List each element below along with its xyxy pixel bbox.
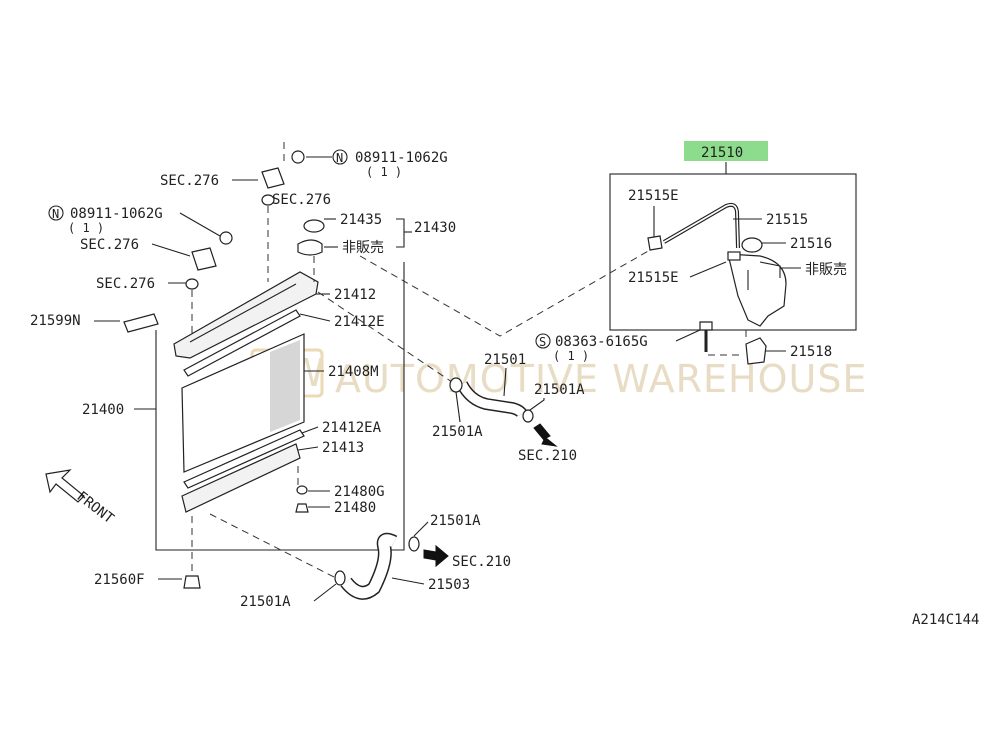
top-mounts: N 08911-1062G ( 1 ) SEC.276 SEC.276 N 08…: [30, 142, 448, 336]
part-highlight: [684, 141, 768, 161]
label-21516[interactable]: 21516: [790, 236, 832, 252]
mount-bracket-icon: [191, 247, 217, 271]
label-21510[interactable]: 21510: [701, 145, 743, 161]
nut-prefix-icon: [332, 149, 348, 165]
label-21430[interactable]: 21430: [414, 220, 456, 236]
label-21501[interactable]: 21501: [484, 352, 526, 368]
overflow-line: [359, 249, 651, 337]
label-sec276-d[interactable]: SEC.276: [96, 276, 155, 292]
label-21501A-a[interactable]: 21501A: [432, 424, 483, 440]
seal-icon: [183, 309, 301, 377]
seal-icon: [183, 429, 305, 489]
screw-prefix-icon: [535, 333, 551, 349]
label-sec276-a[interactable]: SEC.276: [160, 173, 219, 189]
label-screw-qty: ( 1 ): [553, 349, 589, 363]
clamp-icon: [522, 409, 534, 423]
reservoir-frame: [609, 173, 857, 331]
reservoir-tank-icon: [727, 253, 787, 327]
label-21518[interactable]: 21518: [790, 344, 832, 360]
label-21501A-d[interactable]: 21501A: [240, 594, 291, 610]
diagram-code: A214C144: [912, 612, 979, 628]
drain-plug-icon: [295, 503, 309, 513]
label-21515E-b[interactable]: 21515E: [628, 270, 679, 286]
label-sec276-c[interactable]: SEC.276: [80, 237, 139, 253]
upper-hose-group: 21501 21501A 21501A SEC.210: [432, 352, 585, 464]
label-nut-top[interactable]: 08911-1062G: [355, 150, 448, 166]
label-21480[interactable]: 21480: [334, 500, 376, 516]
hose-clip-icon: [727, 251, 741, 261]
radiator-group: 21435 非販売 21430 21412 21412E 21408M 2140…: [82, 212, 456, 589]
clamp-icon: [408, 536, 420, 552]
label-21400[interactable]: 21400: [82, 402, 124, 418]
label-21503[interactable]: 21503: [428, 577, 470, 593]
lower-mount-icon: [183, 575, 201, 589]
label-screw-prefix[interactable]: S: [539, 335, 546, 349]
label-nut-left[interactable]: 08911-1062G: [70, 206, 163, 222]
label-21435[interactable]: 21435: [340, 212, 382, 228]
clamp-icon: [449, 377, 463, 393]
label-21412EA[interactable]: 21412EA: [322, 420, 382, 436]
radiator-cap-icon: [297, 239, 323, 256]
label-21501A-b[interactable]: 21501A: [534, 382, 585, 398]
rubber-mount-icon: [261, 194, 275, 206]
nut-icon: [291, 150, 305, 164]
label-nut-prefix-top[interactable]: N: [336, 151, 343, 165]
screw-icon: [699, 321, 713, 331]
rubber-mount-icon: [185, 278, 199, 290]
tank-cap-icon: [741, 237, 763, 253]
reservoir-tank-group: 21510 21515E 21515 21516 非販売 21515E: [609, 141, 857, 331]
label-21408M[interactable]: 21408M: [328, 364, 379, 380]
lower-tank-icon: [181, 443, 301, 513]
label-21515[interactable]: 21515: [766, 212, 808, 228]
label-21480G[interactable]: 21480G: [334, 484, 385, 500]
label-21412E[interactable]: 21412E: [334, 314, 385, 330]
nut-prefix-icon: [48, 205, 64, 221]
label-sec210-a[interactable]: SEC.210: [518, 448, 577, 464]
clamp-icon: [334, 570, 346, 586]
label-21599N[interactable]: 21599N: [30, 313, 81, 329]
label-21560F[interactable]: 21560F: [94, 572, 145, 588]
label-nut-prefix-left[interactable]: N: [52, 207, 59, 221]
label-21412[interactable]: 21412: [334, 287, 376, 303]
sec-arrow-icon: [423, 544, 449, 568]
watermark-text: AUTOMOTIVE WAREHOUSE: [335, 357, 867, 401]
drain-gasket-icon: [296, 485, 308, 495]
label-21501A-c[interactable]: 21501A: [430, 513, 481, 529]
caution-label-icon: [123, 313, 159, 333]
label-nut-left-qty: ( 1 ): [68, 221, 104, 235]
nut-icon: [219, 231, 233, 245]
label-sec210-b[interactable]: SEC.210: [452, 554, 511, 570]
hose-clip-icon: [647, 235, 663, 251]
label-screw[interactable]: 08363-6165G: [555, 334, 648, 350]
label-hibaihin-cap[interactable]: 非販売: [342, 240, 384, 256]
sec-arrow-icon: [533, 423, 558, 447]
label-sec276-b[interactable]: SEC.276: [272, 192, 331, 208]
gasket-icon: [303, 219, 325, 233]
label-21515E-a[interactable]: 21515E: [628, 188, 679, 204]
label-front: FRONT: [74, 489, 118, 528]
label-nut-top-qty: ( 1 ): [366, 165, 402, 179]
label-21413[interactable]: 21413: [322, 440, 364, 456]
front-indicator: FRONT: [45, 469, 118, 528]
label-hibaihin-tank[interactable]: 非販売: [805, 262, 847, 278]
bracket-icon: [745, 337, 767, 365]
lower-hose-group: 21501A SEC.210 21503 21501A: [240, 513, 511, 610]
front-arrow-icon: [45, 469, 85, 503]
mount-bracket-icon: [261, 167, 285, 189]
bracket-group: S 08363-6165G ( 1 ) 21518: [535, 321, 832, 365]
